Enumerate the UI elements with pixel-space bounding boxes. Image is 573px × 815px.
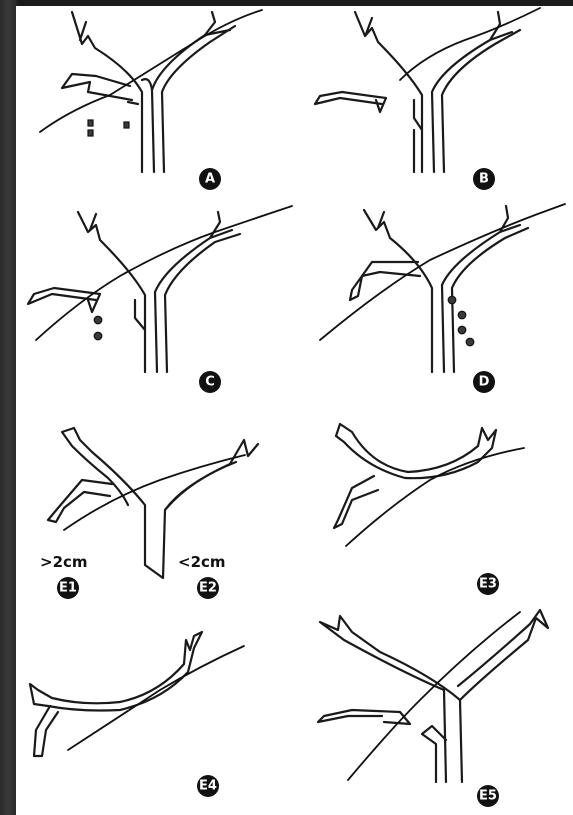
- panel-d-drawing: [320, 204, 565, 372]
- tree-e5-outline: [320, 610, 548, 782]
- tree-b-outline: [355, 12, 520, 172]
- lower-branch-c: [28, 288, 100, 312]
- cut-line-e5: [348, 612, 520, 780]
- tree-e3-outline: [336, 424, 496, 478]
- panel-e4-drawing: [30, 632, 244, 756]
- stub-b: [414, 100, 422, 172]
- label-e2: E2: [199, 581, 217, 596]
- panel-b-drawing: [315, 8, 540, 172]
- label-c: C: [205, 375, 215, 390]
- cut-mark: [88, 130, 93, 136]
- label-badge-e5: E5: [477, 785, 499, 807]
- cut-mark: [124, 122, 129, 128]
- lower-branch-e4: [34, 706, 58, 756]
- cut-line-a: [40, 10, 262, 132]
- stub-c: [135, 300, 145, 330]
- cut-mark: [466, 338, 474, 346]
- tree-c-outline: [78, 212, 240, 372]
- panel-c-drawing: [28, 206, 292, 372]
- label-b: B: [479, 172, 489, 187]
- lower-branch-d: [350, 262, 420, 300]
- tree-d-outline: [364, 206, 528, 372]
- cut-mark: [448, 296, 456, 304]
- lower-branch-e3: [334, 476, 378, 528]
- tree-a-outline: [72, 12, 235, 172]
- lower-branch-e5: [318, 710, 410, 724]
- label-d: D: [479, 375, 490, 390]
- label-badge-e3: E3: [477, 573, 499, 595]
- label-badge-d: D: [473, 371, 495, 393]
- label-badge-c: C: [199, 371, 221, 393]
- label-e5: E5: [479, 789, 497, 804]
- label-e1: E1: [59, 581, 77, 596]
- label-badge-e1: E1: [57, 577, 79, 599]
- label-badge-e2: E2: [197, 577, 219, 599]
- panel-a-drawing: [40, 10, 262, 172]
- cut-mark: [88, 120, 93, 126]
- cut-mark: [94, 316, 102, 324]
- cut-line-e3: [346, 448, 524, 546]
- tree-e4-outline: [30, 632, 202, 711]
- panel-e12-drawing: >2cm <2cm: [40, 428, 258, 578]
- stub-e5: [422, 726, 446, 782]
- lower-branch-b: [315, 92, 386, 112]
- cut-mark: [458, 311, 466, 319]
- cut-line-e4: [68, 646, 244, 750]
- tree-e12-outline: [62, 428, 258, 578]
- cut-mark: [458, 326, 466, 334]
- panel-e3-drawing: [334, 424, 524, 546]
- label-badge-a: A: [199, 168, 221, 190]
- label-badge-e4: E4: [197, 775, 219, 797]
- label-a: A: [205, 172, 215, 187]
- label-e4: E4: [199, 779, 217, 794]
- size-note-gt: >2cm: [40, 553, 88, 571]
- cut-line-c: [36, 206, 292, 340]
- panel-e5-drawing: [318, 610, 548, 782]
- cut-mark: [94, 332, 102, 340]
- label-badge-b: B: [473, 168, 495, 190]
- lower-branch-e12: [48, 480, 112, 522]
- cut-line-b: [400, 8, 540, 80]
- label-e3: E3: [479, 577, 497, 592]
- size-note-lt: <2cm: [178, 553, 226, 571]
